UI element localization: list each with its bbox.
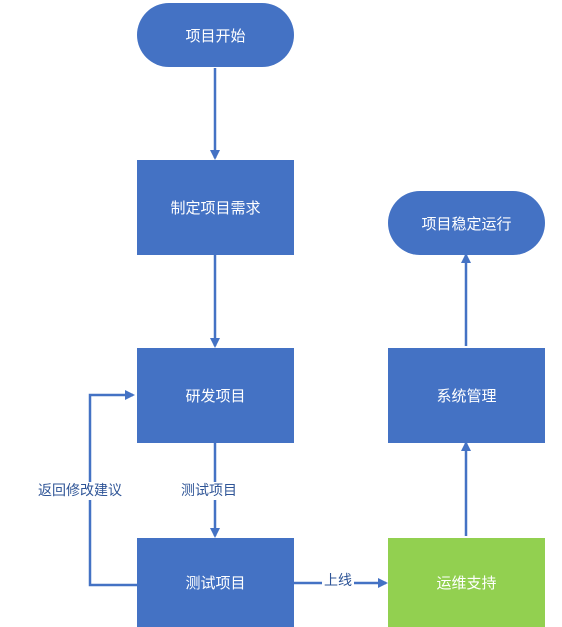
node-start: 项目开始: [137, 3, 294, 67]
edge-label-test-project: 测试项目: [179, 482, 239, 500]
node-test: 测试项目: [137, 538, 294, 627]
node-ops: 运维支持: [388, 538, 545, 627]
edge-label-feedback: 返回修改建议: [36, 482, 124, 500]
node-stable-run: 项目稳定运行: [388, 191, 545, 255]
edge-label-go-live: 上线: [322, 572, 354, 590]
node-requirements: 制定项目需求: [137, 160, 294, 255]
node-system-mgmt: 系统管理: [388, 348, 545, 443]
node-develop: 研发项目: [137, 348, 294, 443]
